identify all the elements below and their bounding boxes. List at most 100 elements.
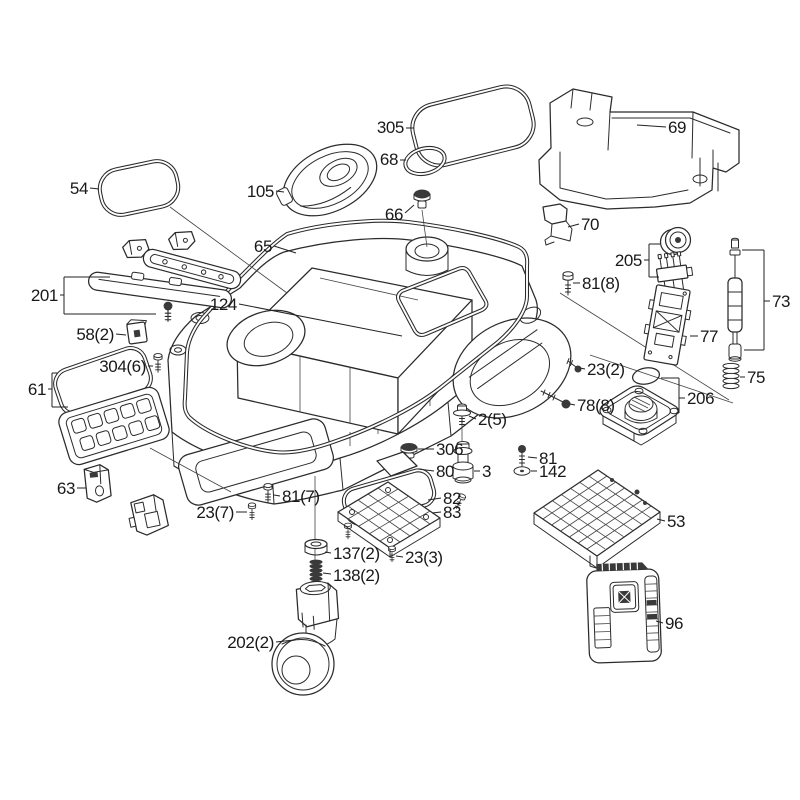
part-105-cover	[276, 143, 378, 217]
callout-305: 305	[377, 118, 404, 137]
part-61-keypad	[53, 346, 170, 466]
callout-77: 77	[700, 327, 718, 346]
leader-96	[655, 620, 664, 624]
leader-205	[644, 243, 660, 278]
callout-75: 75	[747, 368, 765, 387]
leader-83	[431, 511, 442, 514]
leader-81-7	[273, 494, 281, 497]
leader-138	[322, 572, 332, 575]
part-124-chassis-assembly	[167, 218, 572, 506]
callout-96: 96	[665, 614, 683, 633]
callout-66: 66	[385, 205, 403, 224]
part-81-7-screw	[263, 483, 273, 503]
callout-labels: 305 68 69 54 105 66 70 65 201 124 58(2) …	[28, 118, 791, 652]
callout-138: 138(2)	[333, 566, 380, 585]
part-63-bracket	[83, 464, 112, 503]
leader-23-2	[579, 367, 586, 370]
leader-53	[656, 518, 666, 522]
callout-69: 69	[668, 118, 686, 137]
part-206-seal	[632, 367, 660, 385]
leader-201	[60, 276, 156, 315]
callout-304: 304(6)	[99, 357, 146, 376]
part-70-bracket	[542, 203, 573, 246]
callout-142: 142	[539, 462, 566, 481]
part-206-housing	[599, 385, 679, 446]
callout-105: 105	[247, 182, 274, 201]
part-73-pin-shaft	[727, 237, 743, 362]
callout-81-8: 81(8)	[582, 274, 620, 293]
part-connector-block	[128, 494, 169, 536]
leader-81	[527, 456, 538, 459]
part-2-5-screw	[453, 403, 471, 426]
leader-61	[48, 372, 68, 408]
part-75-spring	[722, 362, 740, 390]
leader-137	[324, 551, 332, 554]
part-58-clip	[126, 319, 148, 345]
callout-65: 65	[254, 237, 272, 256]
callout-82: 82	[443, 489, 461, 508]
leader-23-3	[395, 555, 404, 558]
callout-205: 205	[615, 251, 642, 270]
callout-78-8: 78(8)	[577, 396, 615, 415]
callout-306: 306	[436, 440, 463, 459]
callout-68: 68	[380, 150, 398, 169]
part-65-seal-gasket	[182, 218, 530, 455]
callout-23-3: 23(3)	[405, 548, 443, 567]
part-142-washer	[513, 466, 531, 476]
part-69-tray	[538, 88, 740, 210]
part-23-2-screw	[566, 358, 582, 373]
part-202-caster-wheel	[271, 580, 340, 696]
callout-83: 83	[443, 503, 461, 522]
part-81-8-screw	[562, 271, 574, 296]
leader-58	[115, 333, 127, 336]
callout-124: 124	[210, 295, 237, 314]
leader-105	[275, 190, 285, 193]
leader-54	[89, 187, 100, 190]
leader-202	[275, 639, 295, 643]
chassis-subframe	[177, 418, 335, 506]
leader-124	[238, 303, 403, 337]
callout-137: 137(2)	[333, 544, 380, 563]
leader-82	[427, 497, 442, 501]
leader-80	[417, 468, 435, 472]
leader-73	[742, 249, 770, 351]
leader-78-8	[569, 403, 576, 406]
part-201-bracket-assembly	[87, 230, 242, 322]
part-304-screw	[153, 353, 163, 373]
callout-23-7: 23(7)	[196, 503, 234, 522]
callout-58: 58(2)	[76, 325, 114, 344]
part-53-grid-plate	[533, 469, 661, 569]
callout-2-5: 2(5)	[478, 410, 507, 429]
callout-61: 61	[28, 380, 46, 399]
part-78-8-screw	[540, 389, 571, 409]
callout-202: 202(2)	[227, 633, 274, 652]
callout-206: 206	[687, 389, 714, 408]
part-66-plug	[413, 189, 431, 209]
part-138-spring	[309, 559, 323, 586]
callout-54: 54	[70, 179, 88, 198]
leader-70	[567, 223, 580, 228]
leader-206	[661, 377, 685, 414]
leader-65	[273, 245, 297, 254]
callout-53: 53	[667, 512, 685, 531]
part-77-pcb-module	[643, 284, 692, 366]
callout-73: 73	[772, 292, 790, 311]
callout-23-2: 23(2)	[587, 360, 625, 379]
leader-69	[636, 124, 667, 128]
part-80-pad	[376, 451, 418, 477]
callout-63: 63	[57, 479, 75, 498]
callout-3: 3	[482, 462, 491, 481]
callout-70: 70	[581, 215, 599, 234]
part-305-loop	[410, 84, 536, 168]
part-68-oring	[403, 145, 447, 177]
leader-66	[404, 204, 415, 214]
part-96-battery	[586, 562, 662, 664]
chassis-wheel-well	[452, 306, 572, 419]
leader-lines	[48, 124, 770, 643]
part-3-damper	[452, 441, 474, 484]
part-81-screw	[518, 445, 526, 467]
callout-81-7: 81(7)	[282, 487, 320, 506]
part-137-cap	[304, 538, 328, 556]
